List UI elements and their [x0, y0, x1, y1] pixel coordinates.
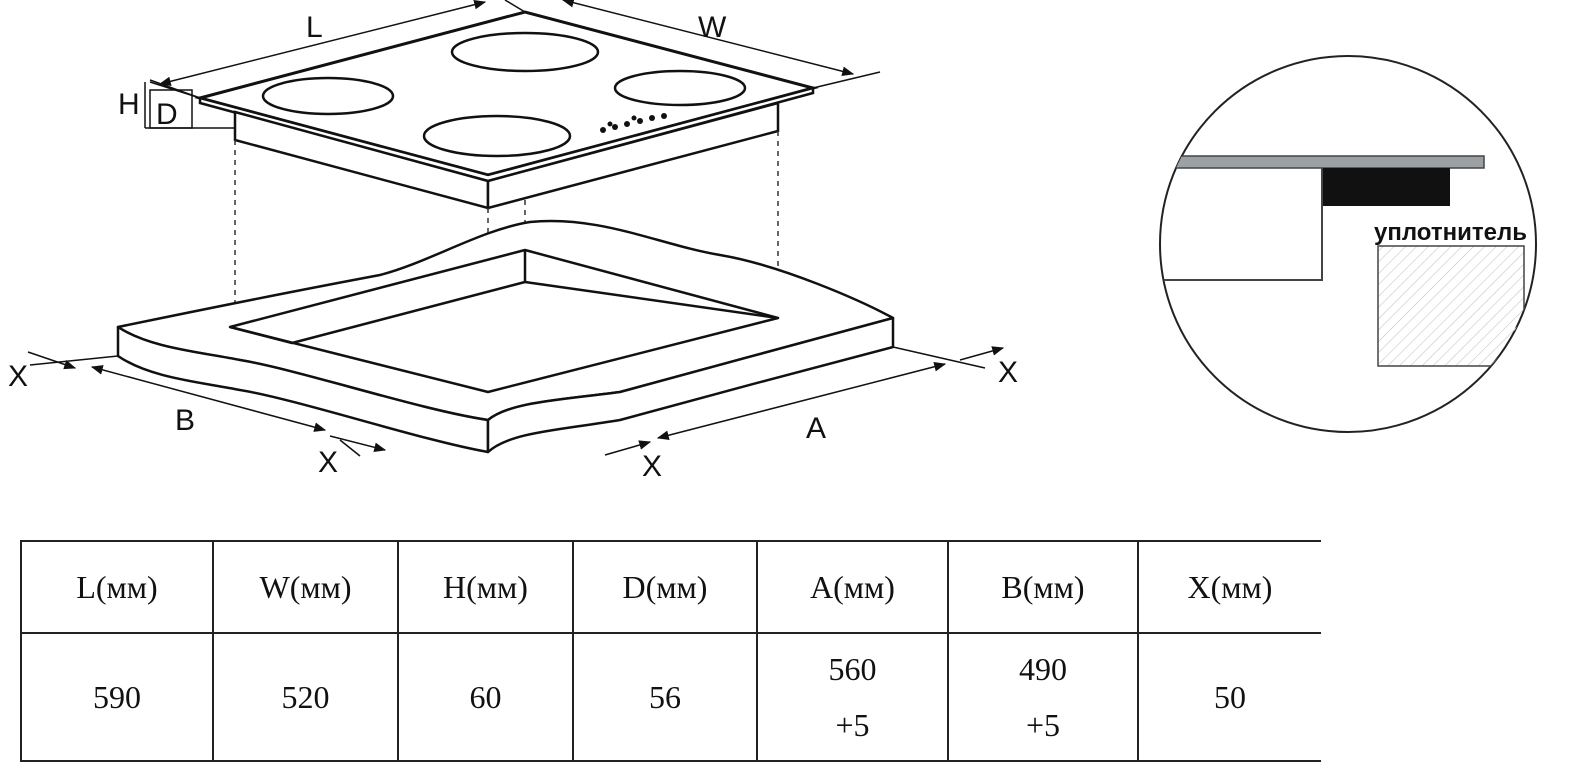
dimension-labels: L W H D B A X X X X — [8, 11, 1018, 483]
cell-value: 560 — [828, 651, 877, 687]
detail-countertop-hatched — [1377, 245, 1525, 367]
cutout-inner-wall-right — [524, 280, 779, 320]
table-cell: 50 — [1137, 633, 1321, 762]
table-header-cell: L(мм) — [20, 540, 213, 634]
cell-value: 56 — [649, 679, 681, 715]
detail-glass-plate — [1160, 155, 1485, 169]
label-B: B — [175, 404, 195, 437]
dimension-lines — [27, 0, 1005, 457]
table-header-cell: A(мм) — [756, 540, 948, 634]
table-cell: 520 — [212, 633, 398, 762]
table-header-cell: X(мм) — [1137, 540, 1321, 634]
cell-value: 60 — [469, 679, 502, 715]
table-cell: 56 — [572, 633, 757, 762]
table-cell: 490 +5 — [947, 633, 1138, 762]
cell-value: 490 — [1019, 651, 1067, 687]
countertop-illustration — [116, 219, 895, 454]
label-A: A — [806, 412, 826, 445]
table-header-cell: H(мм) — [397, 540, 573, 634]
dimensions-table: L(мм) W(мм) H(мм) D(мм) A(мм) B(мм) X(мм… — [20, 540, 1321, 762]
label-X-left: X — [8, 360, 28, 393]
seal-detail-view: уплотнитель — [1159, 55, 1537, 433]
table-cell: 560 +5 — [756, 633, 948, 762]
label-X-right: X — [998, 356, 1018, 389]
cell-tolerance: +5 — [1025, 707, 1061, 743]
table-header-cell: D(мм) — [572, 540, 757, 634]
label-D: D — [156, 98, 178, 131]
installation-diagram: L W H D B A X X X X уплотнитель — [8, 0, 1537, 483]
label-L: L — [306, 11, 323, 44]
table-header-cell: B(мм) — [947, 540, 1138, 634]
table-header-cell: W(мм) — [212, 540, 398, 634]
cell-tolerance: +5 — [835, 707, 870, 743]
seal-label: уплотнитель — [1374, 219, 1527, 246]
cutout-inner-wall-left — [229, 250, 527, 345]
label-X-bottom-right: X — [642, 450, 662, 483]
hob-glass-edge — [198, 86, 815, 183]
table-row: 590 520 60 56 560 +5 490 +5 50 — [20, 633, 1321, 762]
cooking-zone-4 — [422, 114, 572, 158]
cell-value: 520 — [281, 679, 330, 715]
table-cell: 60 — [397, 633, 573, 762]
detail-seal — [1322, 168, 1450, 206]
cell-value: 590 — [93, 679, 141, 715]
label-W: W — [698, 11, 727, 44]
table-header-row: L(мм) W(мм) H(мм) D(мм) A(мм) B(мм) X(мм… — [20, 540, 1321, 634]
table-cell: 590 — [20, 633, 213, 762]
control-panel-dots — [600, 113, 667, 133]
label-X-bottom-left: X — [318, 446, 338, 479]
cell-value: 50 — [1214, 679, 1246, 715]
label-H: H — [118, 88, 140, 121]
